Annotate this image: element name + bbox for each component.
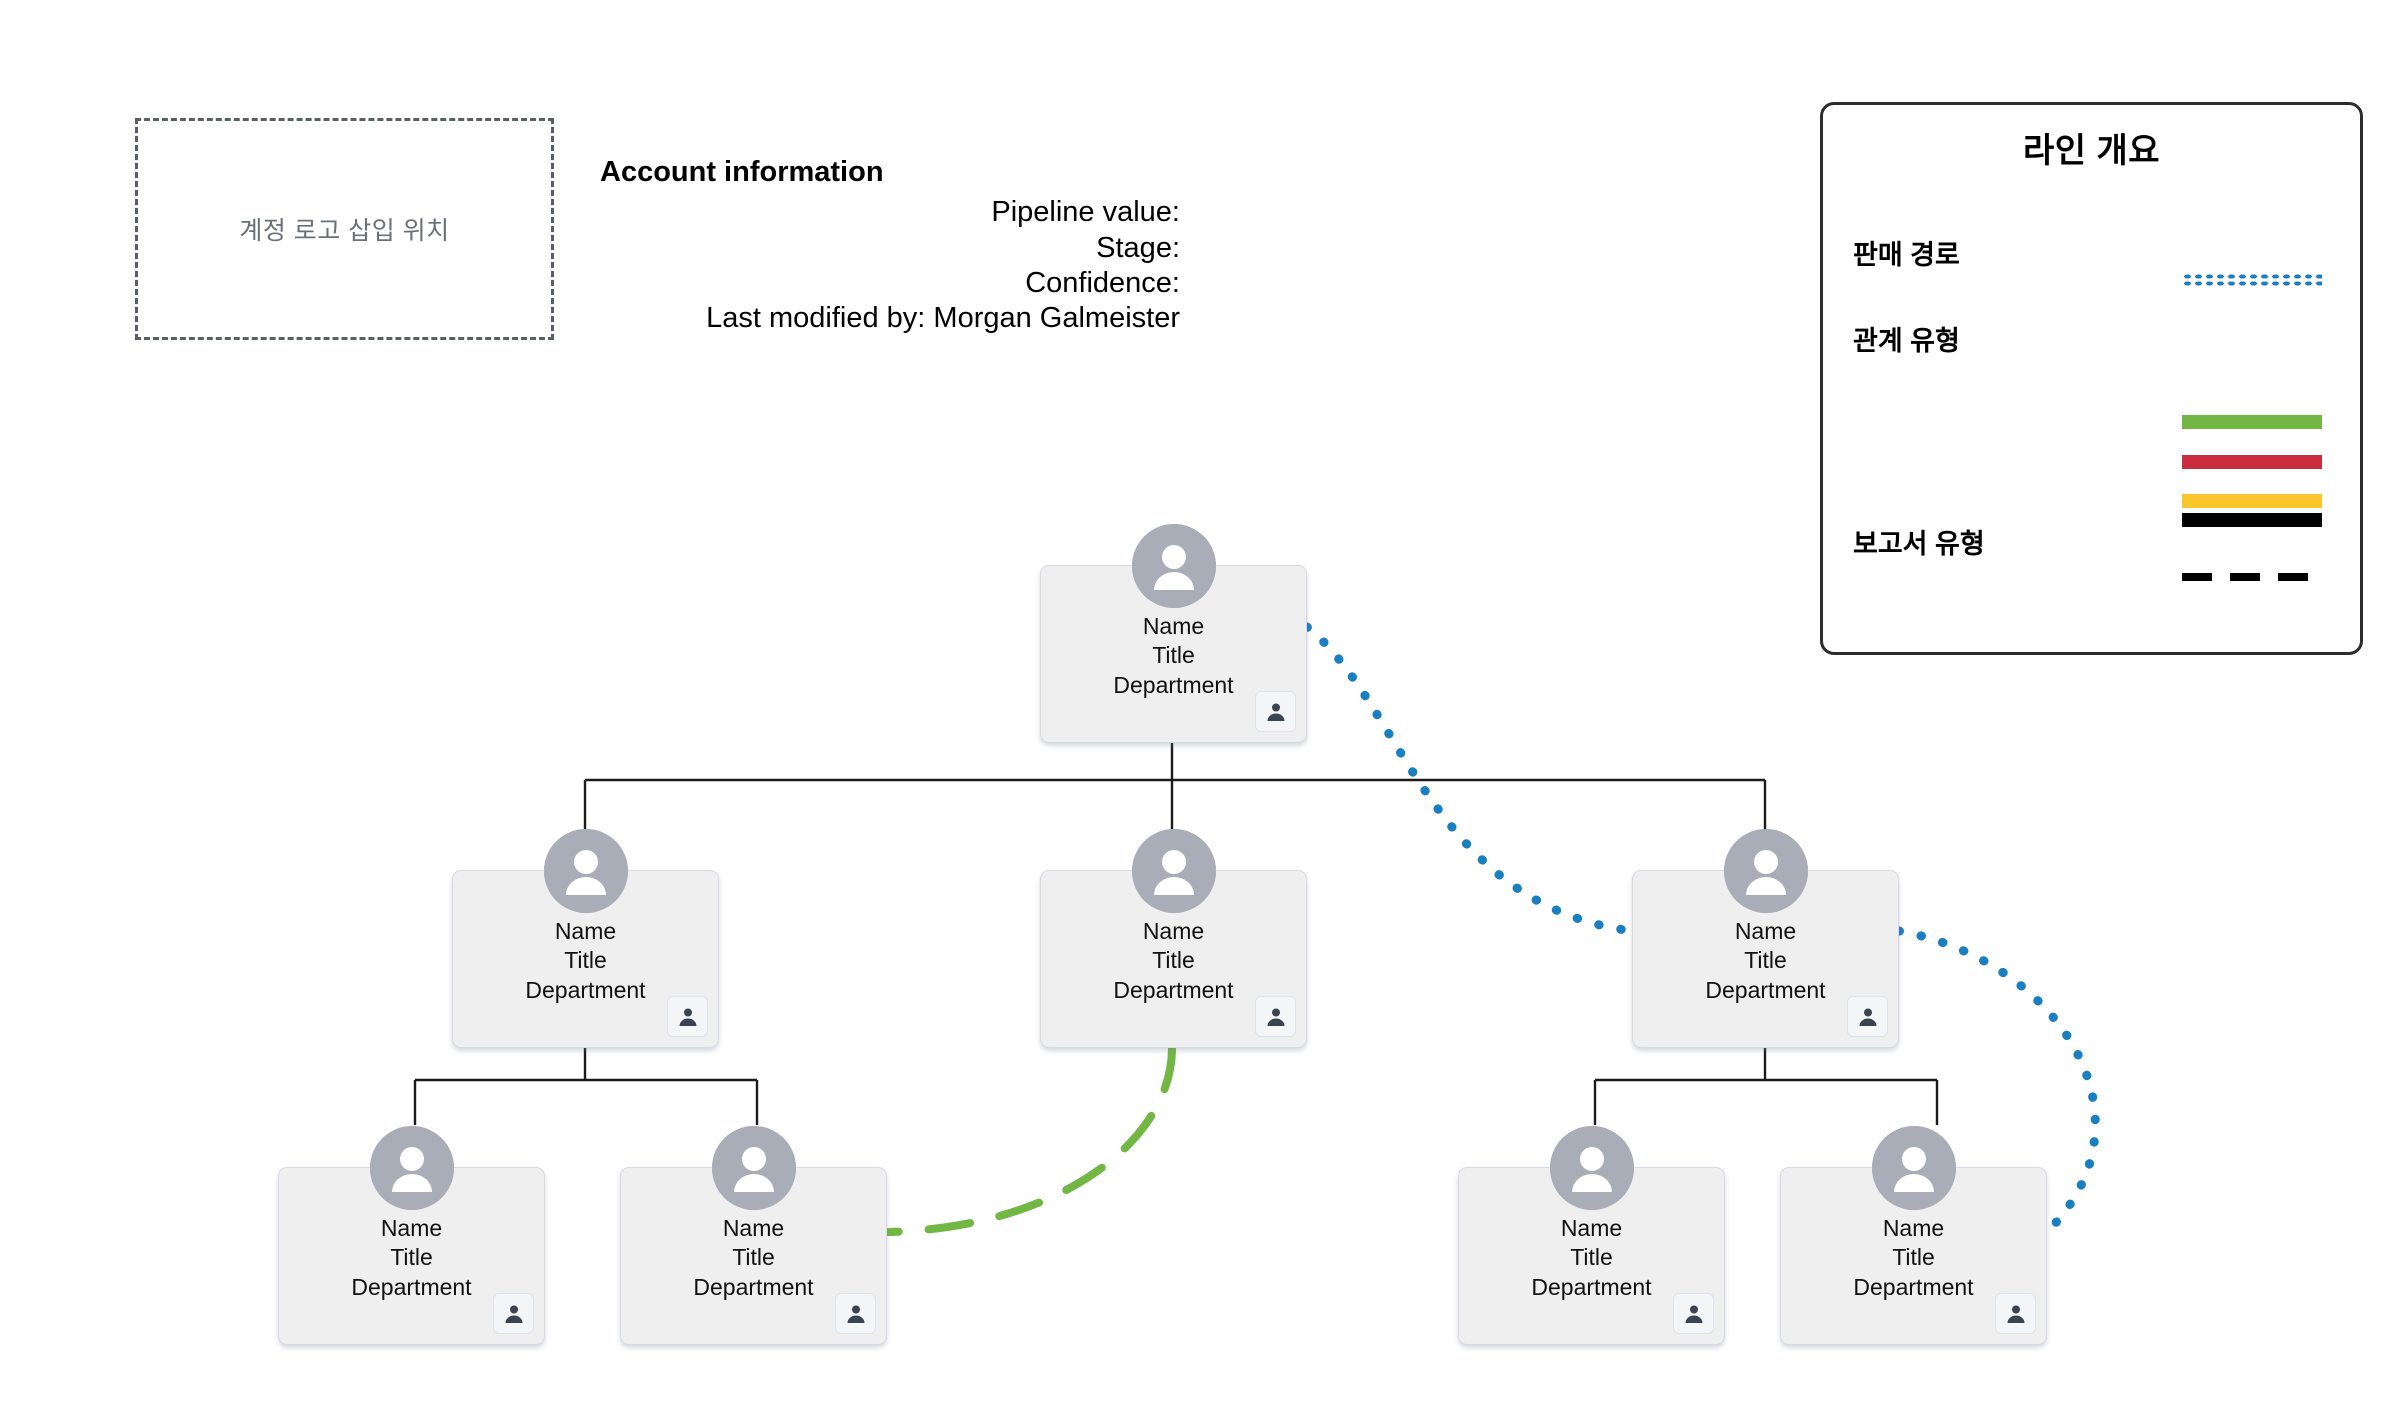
legend-label-sales-path: 판매 경로	[1853, 240, 1960, 270]
org-node-department: Department	[1705, 976, 1826, 1003]
avatar	[543, 829, 628, 913]
org-node-department: Department	[1531, 1273, 1652, 1300]
line-legend-panel: 라인 개요 판매 경로 관계 유형 보고서 유형	[1820, 102, 2363, 655]
org-node-text: Name Title Department	[1041, 917, 1306, 1005]
legend-label-relationship-type: 관계 유형	[1853, 326, 1960, 356]
avatar	[1131, 524, 1216, 608]
person-badge-icon[interactable]	[1255, 996, 1296, 1037]
account-last-modified-by: Last modified by: Morgan Galmeister	[706, 302, 1180, 335]
legend-swatch-report-solid	[2182, 513, 2322, 527]
account-information-title: Account information	[600, 156, 884, 188]
org-node-root[interactable]: Name Title Department	[1040, 524, 1307, 743]
org-node-title: Title	[1744, 947, 1787, 974]
org-node-l2-right[interactable]: Name Title Department	[1632, 829, 1899, 1048]
org-node-name: Name	[1882, 1215, 1945, 1241]
org-node-text: Name Title Department	[621, 1214, 886, 1302]
legend-swatch-relationship-red	[2182, 455, 2322, 469]
org-node-title: Title	[732, 1244, 775, 1271]
account-logo-placeholder[interactable]: 계정 로고 삽입 위치	[135, 118, 554, 340]
org-node-title: Title	[1152, 947, 1195, 974]
org-node-l3-a[interactable]: Name Title Department	[278, 1126, 545, 1345]
org-node-l2-center[interactable]: Name Title Department	[1040, 829, 1307, 1048]
avatar	[711, 1126, 796, 1210]
org-node-text: Name Title Department	[1459, 1214, 1724, 1302]
sales-path-root-to-right	[1302, 622, 1630, 935]
org-node-name: Name	[380, 1215, 443, 1241]
org-node-l3-c[interactable]: Name Title Department	[1458, 1126, 1725, 1345]
org-node-name: Name	[554, 918, 617, 944]
org-node-name: Name	[722, 1215, 785, 1241]
legend-label-report-type: 보고서 유형	[1853, 529, 1985, 559]
avatar	[1723, 829, 1808, 913]
person-badge-icon[interactable]	[667, 996, 708, 1037]
legend-swatch-relationship-green	[2182, 415, 2322, 429]
person-badge-icon[interactable]	[835, 1293, 876, 1334]
legend-swatch-sales-path-dotted	[2182, 273, 2322, 287]
account-pipeline-value: Pipeline value:	[991, 196, 1180, 229]
org-node-title: Title	[390, 1244, 433, 1271]
org-node-title: Title	[564, 947, 607, 974]
avatar	[369, 1126, 454, 1210]
org-node-title: Title	[1570, 1244, 1613, 1271]
org-node-title: Title	[1892, 1244, 1935, 1271]
org-node-name: Name	[1142, 918, 1205, 944]
org-node-text: Name Title Department	[1633, 917, 1898, 1005]
org-node-text: Name Title Department	[279, 1214, 544, 1302]
person-badge-icon[interactable]	[1847, 996, 1888, 1037]
account-logo-placeholder-label: 계정 로고 삽입 위치	[239, 217, 450, 245]
org-node-department: Department	[1113, 976, 1234, 1003]
org-node-l3-b[interactable]: Name Title Department	[620, 1126, 887, 1345]
org-node-text: Name Title Department	[1041, 612, 1306, 700]
person-badge-icon[interactable]	[1995, 1293, 2036, 1334]
org-node-text: Name Title Department	[453, 917, 718, 1005]
person-badge-icon[interactable]	[493, 1293, 534, 1334]
org-node-department: Department	[1113, 671, 1234, 698]
legend-swatch-relationship-yellow	[2182, 494, 2322, 508]
org-node-department: Department	[351, 1273, 472, 1300]
org-node-name: Name	[1560, 1215, 1623, 1241]
org-node-l2-left[interactable]: Name Title Department	[452, 829, 719, 1048]
org-node-title: Title	[1152, 642, 1195, 669]
legend-title: 라인 개요	[2022, 132, 2161, 170]
avatar	[1871, 1126, 1956, 1210]
account-confidence: Confidence:	[1025, 266, 1180, 299]
account-stage: Stage:	[1096, 231, 1180, 264]
relationship-line-green	[884, 1044, 1176, 1236]
legend-swatch-report-dashed	[2182, 573, 2322, 587]
org-node-name: Name	[1734, 918, 1797, 944]
org-node-l3-d[interactable]: Name Title Department	[1780, 1126, 2047, 1345]
org-node-name: Name	[1142, 613, 1205, 639]
avatar	[1131, 829, 1216, 913]
person-badge-icon[interactable]	[1673, 1293, 1714, 1334]
account-information-block: Account information Pipeline value: Stag…	[600, 155, 1180, 337]
org-node-text: Name Title Department	[1781, 1214, 2046, 1302]
org-node-department: Department	[693, 1273, 814, 1300]
org-node-department: Department	[1853, 1273, 1974, 1300]
person-badge-icon[interactable]	[1255, 691, 1296, 732]
avatar	[1549, 1126, 1634, 1210]
org-node-department: Department	[525, 976, 646, 1003]
